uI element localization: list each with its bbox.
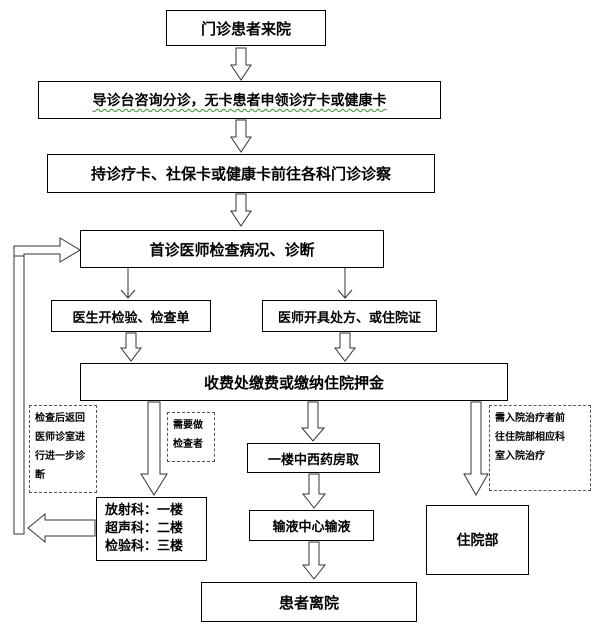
box-pharmacy: 一楼中西药房取 bbox=[247, 443, 380, 473]
arrow-payment-to-pharmacy bbox=[300, 401, 326, 442]
box-first-exam: 首诊医师检查病况、诊断 bbox=[80, 230, 384, 268]
note-line: 检查者 bbox=[173, 439, 203, 450]
note-admission: 需入院治疗者前 往住院部相应科 室入院治疗 bbox=[489, 405, 591, 491]
department-radiology: 放射科：一楼 bbox=[105, 503, 184, 518]
note-line: 行进一步诊 bbox=[35, 451, 85, 462]
box-discharge: 患者离院 bbox=[201, 582, 417, 622]
note-line: 往住院部相应科 bbox=[495, 432, 565, 443]
note-line: 医师诊室进 bbox=[35, 432, 85, 443]
box-triage: 导诊台咨询分诊，无卡患者申领诊疗卡或健康卡 bbox=[38, 81, 441, 119]
arrow-payment-to-inpatient bbox=[463, 401, 489, 497]
note-line: 检查后返回 bbox=[35, 413, 85, 424]
triage-text: 导诊台咨询分诊，无卡患者申领诊疗卡或健康卡 bbox=[92, 93, 387, 109]
box-prescription: 医师开具处方、或住院证 bbox=[262, 300, 437, 332]
box-payment: 收费处缴费或缴纳住院押金 bbox=[80, 363, 508, 401]
note-line: 需入院治疗者前 bbox=[495, 413, 565, 424]
arrow-clinic-to-exam bbox=[230, 193, 252, 227]
box-tests-order: 医生开检验、检查单 bbox=[51, 300, 211, 332]
arrow-triage-to-clinic bbox=[230, 119, 252, 153]
note-return-after-tests: 检查后返回 医师诊室进 行进一步诊 断 bbox=[29, 405, 97, 493]
arrow-pharmacy-to-infusion bbox=[301, 473, 327, 509]
arrow-payment-to-departments bbox=[140, 401, 168, 496]
note-line: 室入院治疗 bbox=[495, 451, 545, 462]
box-inpatient: 住院部 bbox=[426, 505, 529, 575]
department-laboratory: 检验科：三楼 bbox=[105, 539, 184, 554]
box-infusion: 输液中心输液 bbox=[249, 510, 374, 541]
department-ultrasound: 超声科：二楼 bbox=[105, 521, 184, 536]
arrow-exam-to-prescription bbox=[337, 268, 353, 299]
note-line: 需要做 bbox=[173, 420, 203, 431]
arrow-tests-to-payment bbox=[119, 332, 143, 362]
arrow-prescription-to-payment bbox=[333, 332, 357, 362]
note-line: 断 bbox=[35, 470, 45, 481]
arrow-arrival-to-triage bbox=[230, 47, 252, 81]
box-go-to-clinic: 持诊疗卡、社保卡或健康卡前往各科门诊诊察 bbox=[47, 154, 435, 193]
note-need-tests: 需要做 检查者 bbox=[167, 412, 215, 462]
arrow-return-loop bbox=[13, 237, 96, 544]
box-outpatient-arrival: 门诊患者来院 bbox=[166, 10, 326, 46]
arrow-exam-to-tests bbox=[120, 268, 136, 299]
box-departments: 放射科：一楼 超声科：二楼 检验科：三楼 bbox=[96, 497, 207, 561]
arrow-infusion-to-discharge bbox=[301, 541, 327, 580]
